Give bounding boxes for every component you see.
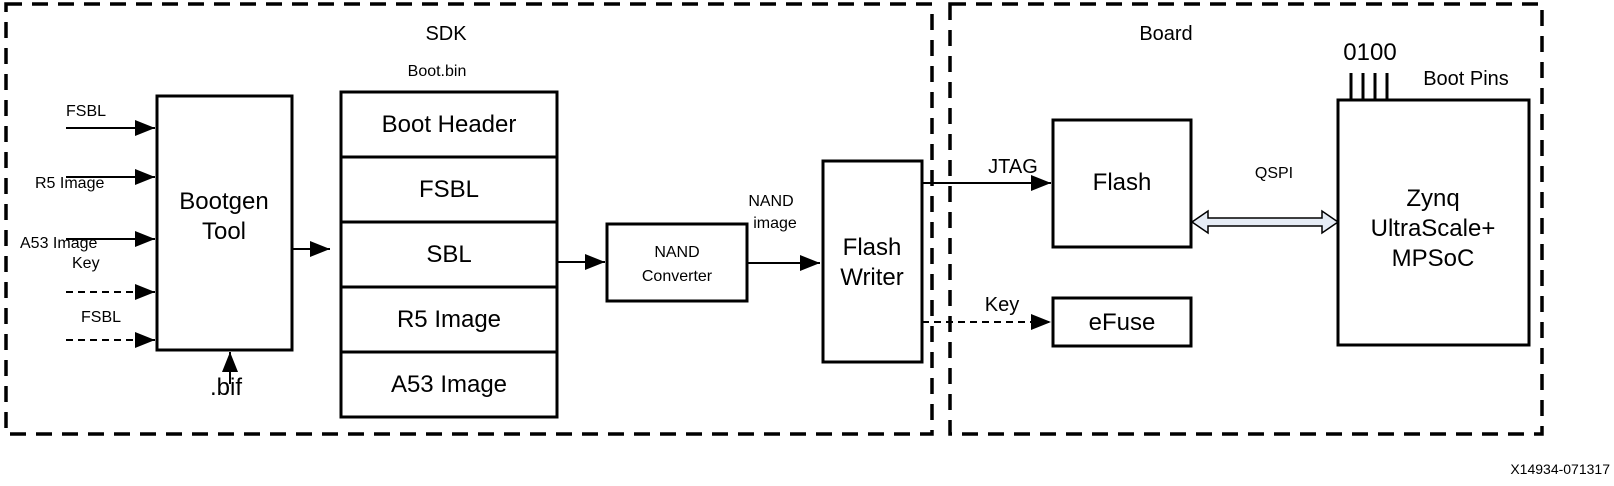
partition-boot-header	[339, 90, 559, 159]
bootgen-tool-box	[155, 94, 294, 352]
flash-writer-label-1: Flash	[843, 234, 902, 261]
flash-box	[1051, 118, 1193, 249]
zynq-label-2: UltraScale+	[1371, 215, 1496, 242]
partition-label: SBL	[426, 241, 471, 268]
zynq-mpsoc: Zynq UltraScale+ MPSoC	[1336, 98, 1531, 347]
boot-pins-value: 0100	[1343, 39, 1396, 66]
flash-writer: Flash Writer	[821, 159, 924, 364]
board-region-title: Board	[1139, 23, 1192, 45]
boot-bin-stack: Boot Header FSBL SBL R5 Image A53 Image	[339, 90, 559, 419]
nand-image-label-1: NAND	[748, 193, 793, 210]
boot-pins-label: Boot Pins	[1423, 68, 1509, 90]
figure-id: X14934-071317	[1510, 461, 1610, 477]
bif-label: .bif	[210, 374, 242, 401]
zynq-label-1: Zynq	[1406, 185, 1459, 212]
efuse: eFuse	[1051, 296, 1193, 348]
sdk-region-title: SDK	[425, 23, 467, 45]
jtag-label: JTAG	[988, 156, 1038, 178]
boot-bin-title: Boot.bin	[408, 63, 467, 80]
bootgen-tool-label-1: Bootgen	[179, 188, 268, 215]
efuse-box	[1051, 296, 1193, 348]
bootgen-inputs: FSBL R5 Image A53 Image Key FSBL	[20, 103, 155, 348]
nand-converter-box	[605, 222, 749, 303]
partition-fsbl	[339, 155, 559, 224]
qspi-bidirectional-arrow	[1190, 209, 1340, 235]
partition-label: R5 Image	[397, 306, 501, 333]
nand-image-label-2: image	[753, 215, 797, 232]
input-label-fsbl: FSBL	[66, 103, 106, 120]
flash-label: Flash	[1093, 169, 1152, 196]
bootgen-tool: Bootgen Tool	[155, 94, 294, 352]
efuse-label: eFuse	[1089, 309, 1156, 336]
partition-label: A53 Image	[391, 371, 507, 398]
zynq-label-3: MPSoC	[1392, 245, 1475, 272]
boot-pins: 0100 Boot Pins	[1343, 39, 1509, 100]
sdk-region	[4, 2, 934, 436]
qspi-label: QSPI	[1255, 165, 1293, 182]
input-label-key: Key	[72, 255, 100, 272]
key-label: Key	[985, 294, 1019, 316]
partition-label: Boot Header	[382, 111, 517, 138]
partition-a53-image	[339, 350, 559, 419]
partition-r5-image	[339, 285, 559, 354]
flash-writer-label-2: Writer	[840, 264, 904, 291]
input-label-a53-image: A53 Image	[20, 235, 97, 252]
partition-label: FSBL	[419, 176, 479, 203]
input-label-fsbl-2: FSBL	[81, 309, 121, 326]
board-region	[948, 2, 1544, 436]
input-label-r5-image: R5 Image	[35, 175, 104, 192]
zynq-mpsoc-box	[1336, 98, 1531, 347]
flash: Flash	[1051, 118, 1193, 249]
nand-converter: NAND Converter	[605, 222, 749, 303]
flash-writer-box	[821, 159, 924, 364]
nand-converter-label-1: NAND	[654, 244, 699, 261]
nand-converter-label-2: Converter	[642, 268, 713, 285]
bootgen-tool-label-2: Tool	[202, 218, 246, 245]
